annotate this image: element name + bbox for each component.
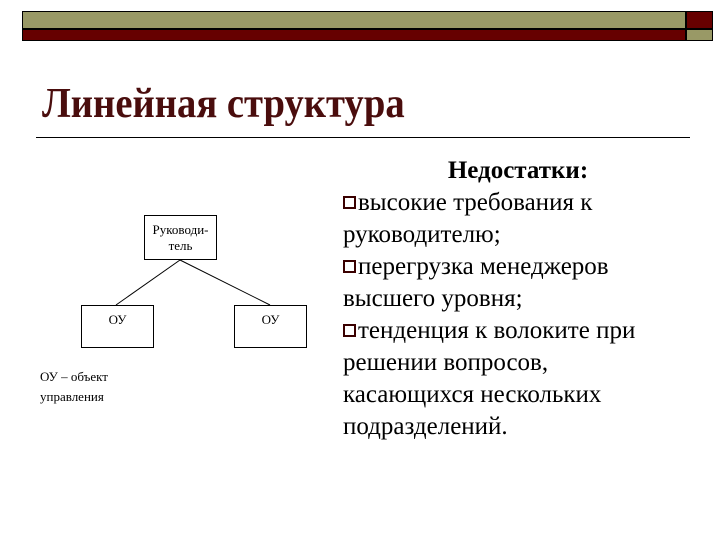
- managed-object-label: ОУ: [261, 312, 280, 327]
- item-text: перегрузка менеджеров высшего уровня;: [343, 253, 609, 312]
- title-divider: [36, 137, 690, 138]
- item-text: тенденция к волоките при решении вопросо…: [343, 317, 636, 440]
- disadvantage-item: перегрузка менеджеров высшего уровня;: [343, 251, 683, 315]
- disadvantage-item: высокие требования к руководителю;: [343, 187, 683, 251]
- square-bullet-icon: [343, 260, 356, 273]
- leader-label-line1: Руководи-: [152, 222, 209, 237]
- square-bullet-icon: [343, 324, 356, 337]
- decor-square-bottom: [686, 29, 713, 41]
- managed-object-box-1: ОУ: [81, 305, 154, 348]
- disadvantages-heading: Недостатки:: [447, 157, 589, 184]
- decor-bar-bottom: [22, 29, 686, 41]
- item-text: высокие требования к руководителю;: [343, 189, 593, 248]
- diagram-legend: ОУ – объект управления: [40, 367, 108, 407]
- square-bullet-icon: [343, 196, 356, 209]
- managed-object-label: ОУ: [108, 312, 127, 327]
- disadvantages-panel: Недостатки: высокие требования к руковод…: [343, 155, 683, 443]
- disadvantage-item: тенденция к волоките при решении вопросо…: [343, 315, 683, 443]
- slide-title: Линейная структура: [42, 81, 405, 127]
- legend-line-2: управления: [40, 389, 104, 404]
- legend-line-1: ОУ – объект: [40, 369, 108, 384]
- decor-square-top: [686, 11, 713, 29]
- leader-box: Руководи- тель: [144, 215, 217, 260]
- leader-label-line2: тель: [168, 238, 193, 253]
- decor-bar-top: [22, 11, 686, 29]
- managed-object-box-2: ОУ: [234, 305, 307, 348]
